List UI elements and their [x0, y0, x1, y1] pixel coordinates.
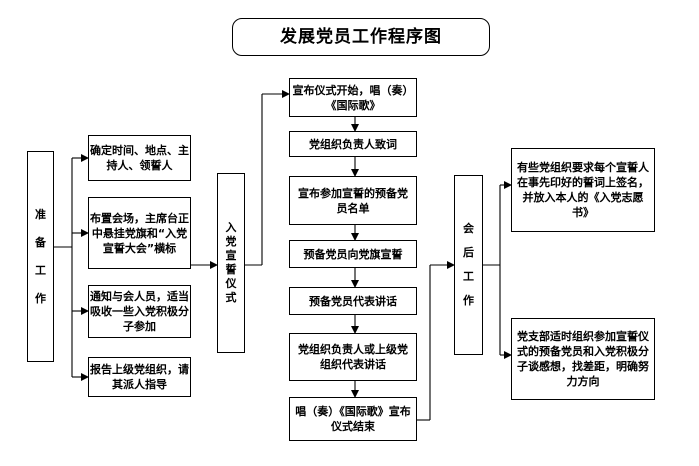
step-3: 宣布参加宣誓的预备党员名单 [289, 176, 417, 225]
page-title: 发展党员工作程序图 [232, 18, 490, 56]
step-4: 预备党员向党旗宣誓 [289, 240, 417, 268]
step-7: 唱（奏）《国际歌》宣布仪式结束 [289, 397, 417, 441]
prep-item-1: 确定时间、地点、主持人、领誓人 [88, 135, 191, 181]
after-item-1: 有些党组织要求每个宣誓人在事先印好的誓词上签名，并放入本人的《入党志愿书》 [511, 148, 655, 232]
page-title-text: 发展党员工作程序图 [280, 26, 442, 47]
prep-stage-label: 准 备 工 作 [35, 207, 46, 305]
step-2: 党组织负责人致词 [289, 131, 417, 157]
prep-stage-box: 准 备 工 作 [27, 151, 54, 362]
prep-item-4: 报告上级党组织，请其派人指导 [88, 357, 191, 397]
step-6: 党组织负责人或上级党组织代表讲话 [289, 333, 417, 381]
step-1: 宣布仪式开始，唱（奏）《国际歌》 [289, 78, 417, 117]
ceremony-stage-label: 入 党 宣 誓 仪 式 [225, 221, 237, 304]
prep-item-2: 布置会场，主席台正中悬挂党旗和“入党宣誓大会”横标 [88, 197, 191, 269]
after-stage-box: 会 后 工 作 [454, 175, 483, 355]
after-stage-label: 会 后 工 作 [463, 222, 474, 307]
after-item-2: 党支部适时组织参加宣誓仪式的预备党员和入党积极分子谈感想，找差距，明确努力方向 [511, 318, 655, 400]
ceremony-stage-box: 入 党 宣 誓 仪 式 [217, 173, 245, 353]
step-5: 预备党员代表讲话 [289, 287, 417, 315]
prep-item-3: 通知与会人员，适当吸收一些入党积极分子参加 [88, 285, 191, 338]
